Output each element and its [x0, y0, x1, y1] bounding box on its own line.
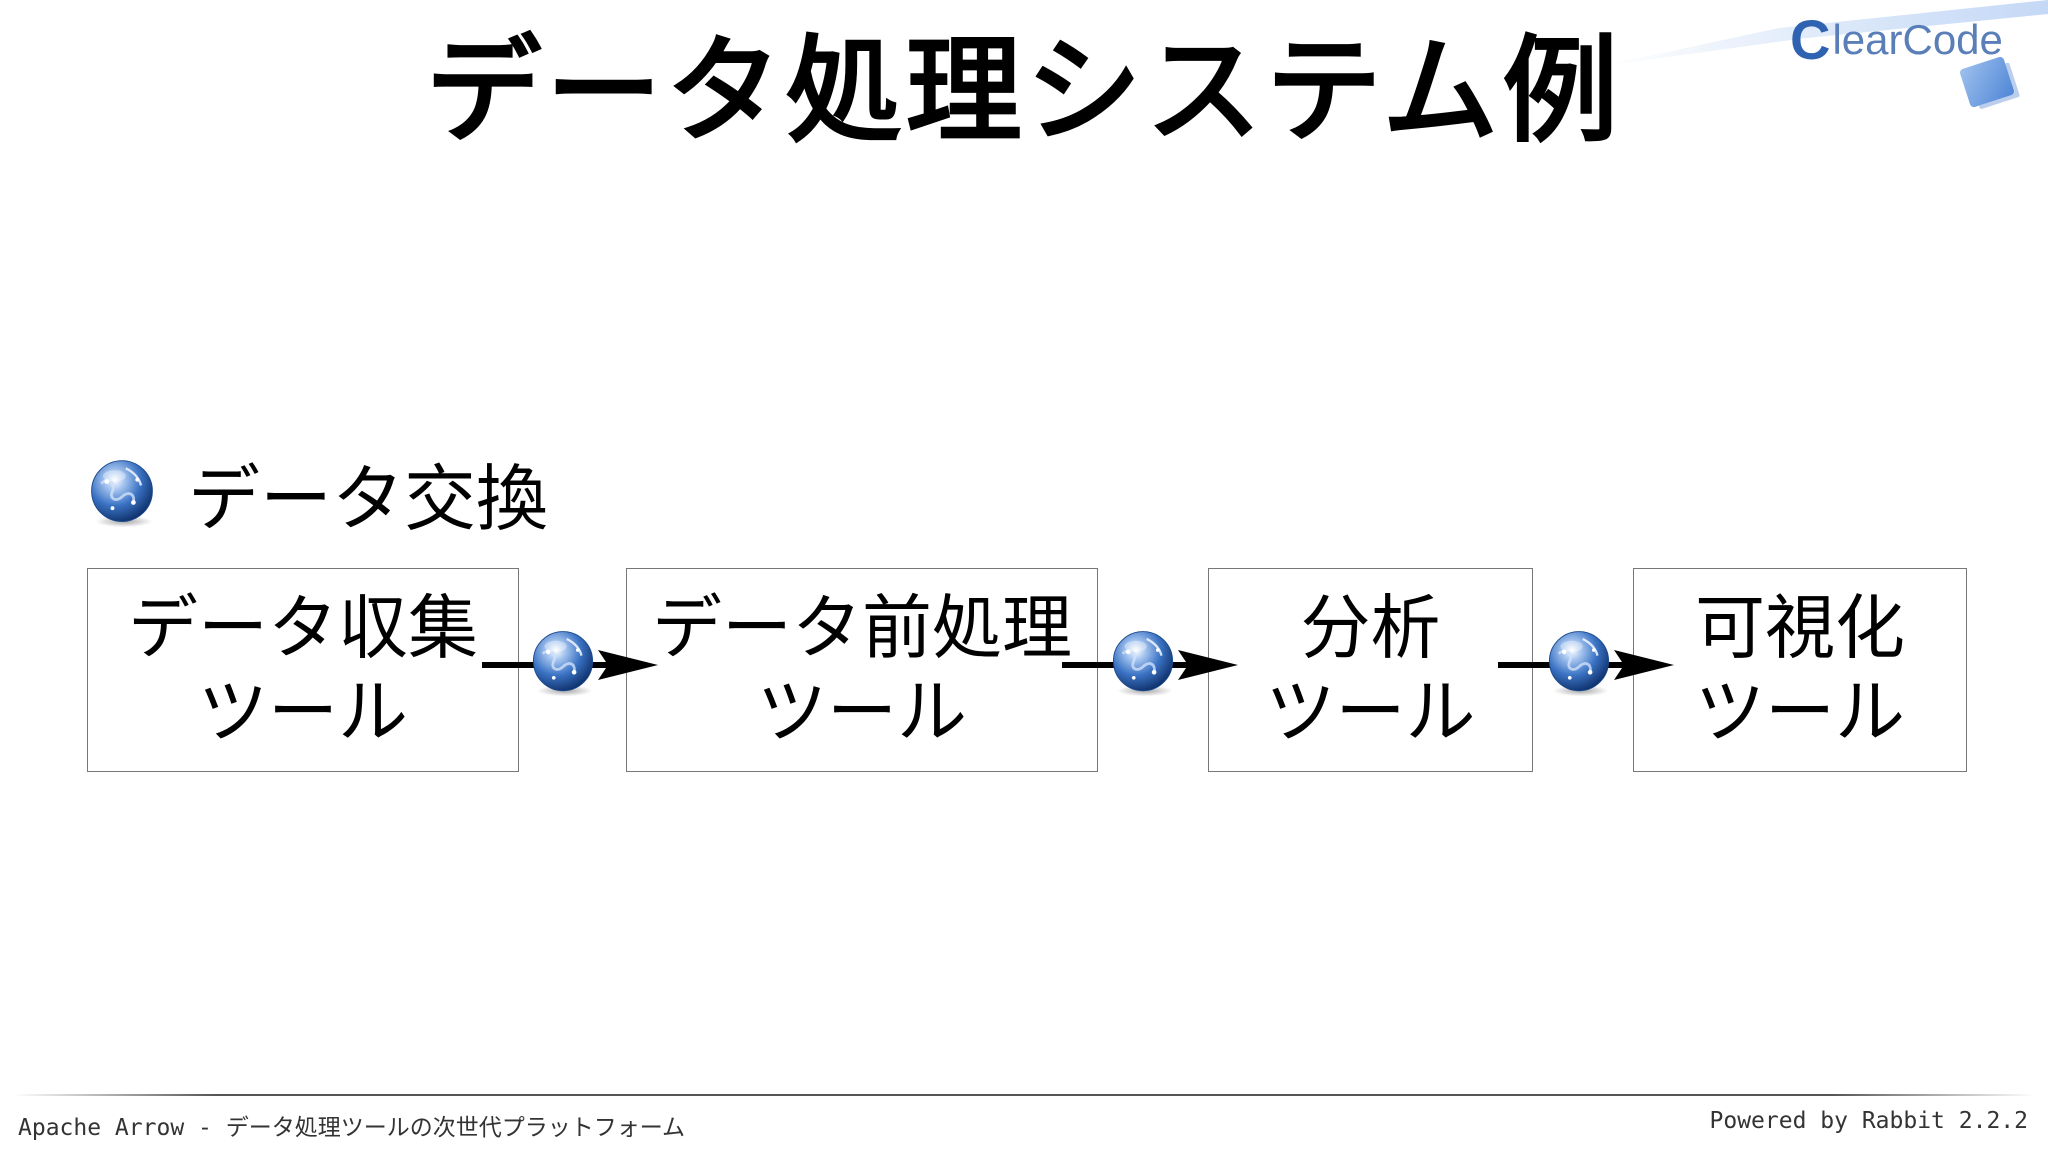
clearcode-logo: C learCode [1790, 10, 2030, 70]
flow-box-collect: データ収集 ツール [87, 568, 519, 772]
flow-box-line2: ツール [1695, 671, 1905, 753]
flow-box-line1: データ前処理 [652, 587, 1072, 669]
bullet-label: データ交換 [188, 457, 549, 541]
flow-box-analysis: 分析 ツール [1208, 568, 1533, 772]
flow-box-line1: 分析 [1300, 587, 1441, 669]
arrow-right-icon [1498, 630, 1674, 698]
arrow-right-icon [482, 630, 658, 698]
arrow-right-icon [1062, 630, 1238, 698]
footer-divider [14, 1094, 2034, 1096]
flow-box-line1: データ収集 [128, 587, 478, 669]
flow-box-line2: ツール [1265, 671, 1476, 753]
logo-mark: C [1790, 8, 1831, 71]
logo-text: learCode [1832, 16, 2003, 63]
flow-box-visualize: 可視化 ツール [1633, 568, 1967, 772]
flow-box-preprocess: データ前処理 ツール [626, 568, 1098, 772]
footer-title: Apache Arrow - データ処理ツールの次世代プラットフォーム [18, 1115, 686, 1141]
bullet-item: データ交換 [84, 440, 548, 545]
slide-title: データ処理システム例 [425, 24, 1623, 159]
flow-box-line2: ツール [757, 671, 967, 753]
globe-icon [84, 455, 160, 531]
flow-box-line2: ツール [198, 671, 408, 753]
footer-powered-by: Powered by Rabbit 2.2.2 [1709, 1108, 2029, 1134]
flow-box-line1: 可視化 [1695, 587, 1905, 669]
